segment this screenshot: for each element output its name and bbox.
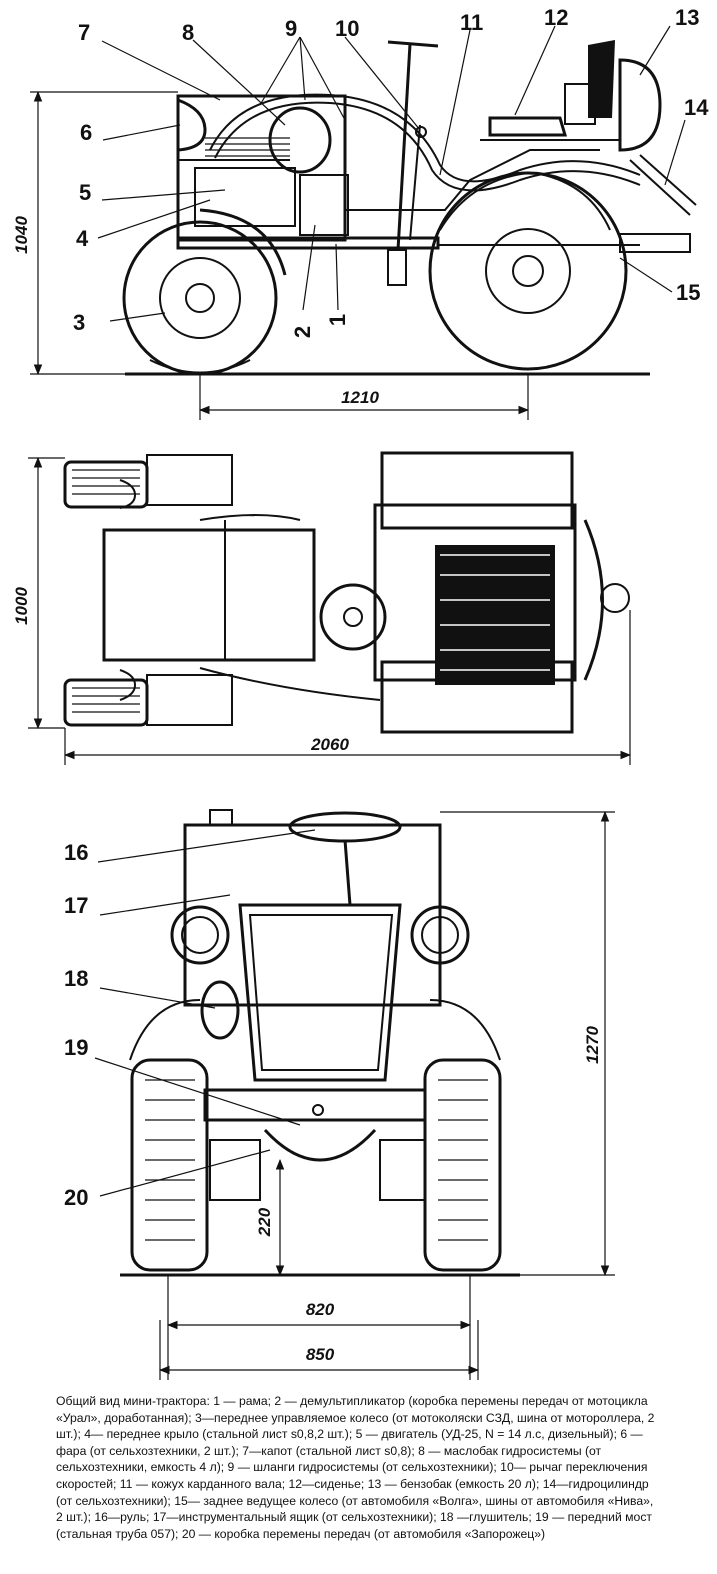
hood-front (238, 903, 402, 1082)
callout-13: 13 (675, 5, 699, 30)
headlight-right (410, 905, 470, 965)
tool-box (183, 823, 442, 1007)
dim-clearance-label: 220 (255, 1207, 274, 1237)
dim-height-front-label: 1270 (583, 1026, 602, 1064)
callout-4: 4 (76, 226, 89, 251)
dim-height-front (440, 810, 615, 1277)
front-wheel-left-front (130, 1058, 209, 1272)
callout-7: 7 (78, 20, 90, 45)
front-view: 1270 220 820 850 16 17 18 (64, 809, 615, 1380)
frame (176, 233, 691, 253)
callout-20: 20 (64, 1185, 88, 1210)
gear-lever (409, 124, 421, 241)
reduction-gear (299, 174, 349, 236)
headlight-left (170, 905, 230, 965)
oil-tank (268, 106, 332, 174)
top-view: 1000 2060 (12, 451, 632, 765)
callout-9: 9 (285, 16, 297, 41)
figure-caption: Общий вид мини-трактора: 1 — рама; 2 — д… (56, 1394, 655, 1541)
gearbox (263, 1128, 377, 1162)
rear-fender-top-left (380, 451, 574, 530)
callout-2: 2 (290, 326, 315, 338)
front-wheel-right-front (423, 1058, 502, 1272)
dim-length-label: 2060 (310, 735, 349, 754)
callout-5: 5 (79, 180, 91, 205)
dim-track-outer-label: 850 (306, 1345, 335, 1364)
fuel-tank (618, 58, 662, 152)
seat (480, 40, 620, 141)
steering-column (387, 40, 439, 251)
callout-19: 19 (64, 1035, 88, 1060)
callout-11: 11 (460, 10, 483, 35)
callout-17: 17 (64, 893, 88, 918)
callout-15: 15 (676, 280, 700, 305)
callout-10: 10 (335, 16, 359, 41)
hood-top (102, 528, 316, 662)
rear-hitch-top (583, 519, 604, 681)
engine (194, 167, 296, 227)
leader-lines-side (97, 25, 686, 322)
rear-wheel-top (435, 545, 555, 685)
dim-wheelbase (198, 374, 530, 420)
callout-3: 3 (73, 310, 85, 335)
hydraulic-cylinder (629, 154, 697, 216)
dim-track-inner-label: 820 (306, 1300, 335, 1319)
callout-1: 1 (325, 314, 350, 326)
callout-8: 8 (182, 20, 194, 45)
callout-12: 12 (544, 5, 568, 30)
steering-wheel-front (288, 811, 402, 843)
callout-18: 18 (64, 966, 88, 991)
dim-length-top (63, 610, 632, 765)
dim-wheelbase-label: 1210 (341, 388, 379, 407)
hydraulic-hoses (209, 93, 641, 183)
front-axle (203, 1088, 427, 1122)
dim-width-top (28, 456, 65, 730)
dim-track-outer (158, 1320, 480, 1380)
callout-16: 16 (64, 840, 88, 865)
callout-6: 6 (80, 120, 92, 145)
headlight (177, 98, 207, 152)
front-wheel (122, 220, 278, 376)
muffler (200, 980, 240, 1040)
leader-lines-front (94, 829, 316, 1197)
dim-height-label: 1040 (12, 216, 31, 254)
driveshaft-cover (345, 149, 600, 211)
dim-track-inner (166, 1275, 472, 1380)
front-fender (199, 208, 287, 276)
rear-wheel (428, 171, 628, 371)
dim-height-side (30, 90, 178, 376)
steering-wheel-top (319, 583, 387, 651)
side-view: 1040 1210 3 (12, 5, 709, 420)
callout-14: 14 (684, 95, 709, 120)
dim-width-label: 1000 (12, 587, 31, 625)
